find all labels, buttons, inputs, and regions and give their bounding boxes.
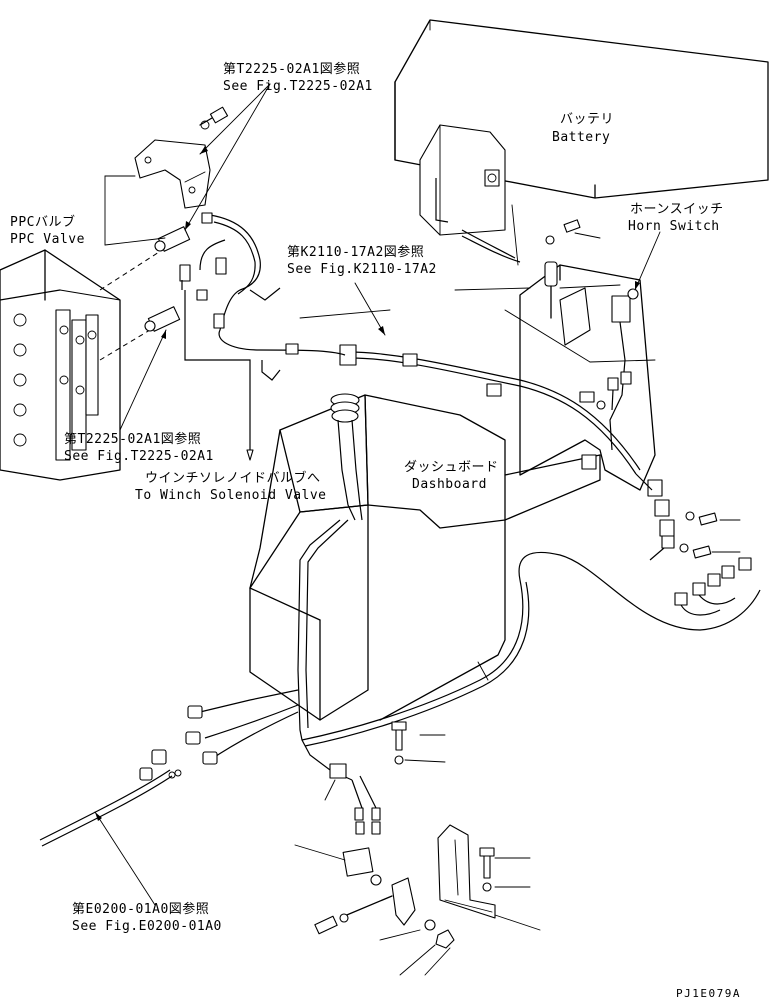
battery-en: Battery [552, 130, 611, 145]
ref-top-ja: 第T2225-02A1図参照 [223, 62, 361, 77]
ref-mid-ja: 第K2110-17A2図参照 [287, 245, 425, 260]
console-panel [504, 261, 656, 491]
leader-lines [94, 83, 741, 976]
winch-en: To Winch Solenoid Valve [135, 488, 327, 503]
ppc-valve-en: PPC Valve [10, 232, 85, 247]
ppc-valve-ja: PPCバルブ [10, 215, 76, 230]
lower-left-harness [39, 689, 299, 847]
horn-switch-en: Horn Switch [628, 219, 720, 234]
switch-bracket [134, 106, 229, 332]
ppc-valve [0, 244, 171, 481]
dashboard-en: Dashboard [412, 477, 487, 492]
ref-left-en: See Fig.T2225-02A1 [64, 449, 214, 464]
ref-bottom-en: See Fig.E0200-01A0 [72, 919, 222, 934]
main-harness [297, 344, 761, 781]
battery-ja: バッテリ [560, 112, 615, 127]
ref-bottom-ja: 第E0200-01A0図参照 [72, 902, 210, 917]
horn-switch-ja: ホーンスイッチ [630, 202, 724, 217]
battery-box [394, 19, 769, 266]
winch-ja: ウインチソレノイドバルブへ [145, 471, 321, 486]
lower-switch-assembly [314, 219, 718, 949]
ref-top-en: See Fig.T2225-02A1 [223, 79, 373, 94]
dashboard-ja: ダッシュボード [404, 460, 499, 475]
ref-mid-en: See Fig.K2110-17A2 [287, 262, 437, 277]
ref-left-ja: 第T2225-02A1図参照 [64, 432, 202, 447]
dashboard-body [249, 284, 621, 721]
drawing-id: PJ1E079A [676, 987, 741, 1000]
upper-harness [179, 212, 346, 461]
